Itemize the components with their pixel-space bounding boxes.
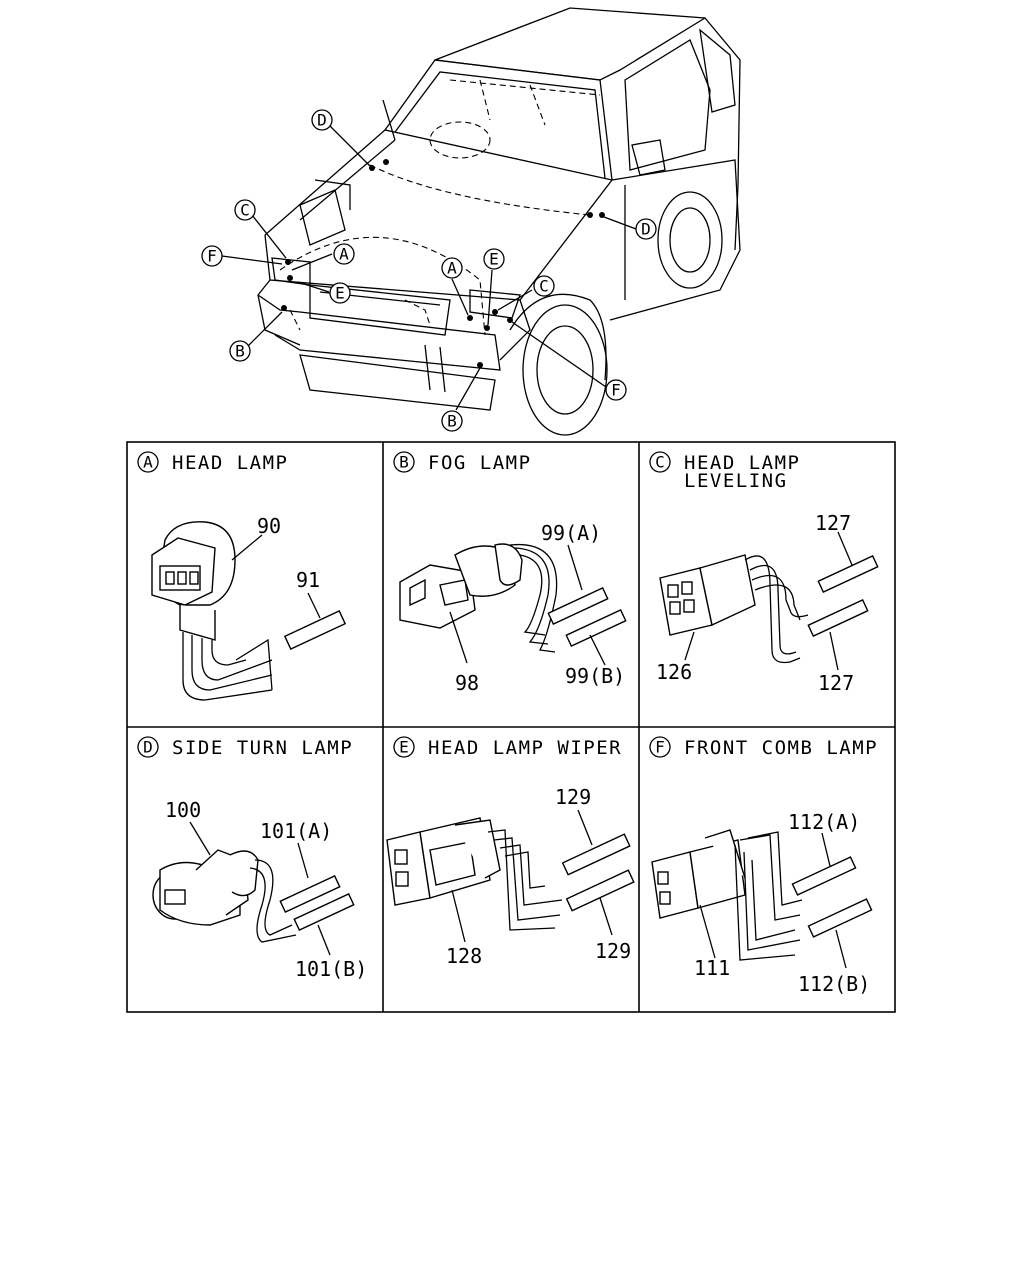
panel-head-lamp-wiper: E HEAD LAMP WIPER 129 128 129 (393, 736, 631, 968)
panel-letter-d: D (137, 736, 159, 758)
vehicle-illustration: D C F A E B A E C D F B (201, 7, 741, 436)
svg-text:F: F (655, 738, 665, 757)
svg-text:E: E (335, 284, 345, 303)
part-number-label: 129 (595, 939, 631, 963)
svg-text:A: A (339, 245, 349, 264)
panel-title-side-turn-lamp: SIDE TURN LAMP (172, 737, 353, 759)
panel-fog-lamp: B FOG LAMP 99(A) 98 99(B) (393, 451, 625, 695)
part-number-label: 128 (446, 944, 482, 968)
part-number-label: 126 (656, 660, 692, 684)
svg-text:D: D (317, 111, 327, 130)
svg-text:A: A (143, 453, 153, 472)
part-number-label: 129 (555, 785, 591, 809)
panel-title-head-lamp-wiper: HEAD LAMP WIPER (428, 737, 622, 759)
part-number-label: 101(A) (260, 819, 332, 843)
svg-text:C: C (240, 201, 250, 220)
svg-text:B: B (399, 453, 409, 472)
head-lamp-leveling-connector-art (659, 531, 879, 671)
head-lamp-connector-art (151, 521, 347, 701)
vehicle-callout-e: E (329, 282, 351, 304)
head-lamp-wiper-connector-art (386, 809, 635, 943)
panel-title-head-lamp-leveling: HEAD LAMP (684, 452, 800, 474)
panel-grid (126, 441, 896, 1013)
part-number-label: 99(B) (565, 664, 625, 688)
panel-letter-e: E (393, 736, 415, 758)
panel-letter-a: A (137, 451, 159, 473)
svg-text:D: D (143, 738, 153, 757)
part-number-label: 90 (257, 514, 281, 538)
part-number-label: 91 (296, 568, 320, 592)
panel-letter-b: B (393, 451, 415, 473)
svg-text:E: E (399, 738, 409, 757)
part-number-label: 127 (818, 671, 854, 695)
svg-text:A: A (447, 259, 457, 278)
vehicle-callout-f: F (201, 245, 223, 267)
vehicle-callout-c: C (234, 199, 256, 221)
vehicle-callout-a: A (441, 257, 463, 279)
panel-title-front-comb-lamp: FRONT COMB LAMP (684, 737, 878, 759)
part-number-label: 100 (165, 798, 201, 822)
panel-title-head-lamp: HEAD LAMP (172, 452, 288, 474)
svg-text:C: C (539, 277, 549, 296)
vehicle-callout-d: D (311, 109, 333, 131)
panel-side-turn-lamp: D SIDE TURN LAMP 100 101(A) 101(B) (137, 736, 367, 981)
fog-lamp-connector-art (399, 543, 627, 666)
panel-letter-c: C (649, 451, 671, 473)
part-number-label: 111 (694, 956, 730, 980)
svg-text:D: D (641, 220, 651, 239)
svg-text:F: F (207, 247, 217, 266)
vehicle-callout-e: E (483, 248, 505, 270)
part-number-label: 98 (455, 671, 479, 695)
front-comb-lamp-connector-art (651, 829, 873, 969)
svg-text:B: B (235, 342, 245, 361)
svg-text:E: E (489, 250, 499, 269)
side-turn-lamp-connector-art (152, 821, 355, 956)
part-number-label: 99(A) (541, 521, 601, 545)
vehicle-callout-b: B (229, 340, 251, 362)
vehicle-callout-f: F (605, 379, 627, 401)
vehicle-callout-c: C (533, 275, 555, 297)
panel-title-head-lamp-leveling-line2: LEVELING (684, 470, 788, 492)
svg-text:C: C (655, 453, 665, 472)
vehicle-callout-a: A (333, 243, 355, 265)
vehicle-callout-b: B (441, 410, 463, 432)
svg-text:F: F (611, 381, 621, 400)
part-number-label: 112(A) (788, 810, 860, 834)
svg-text:B: B (447, 412, 457, 431)
panel-head-lamp: A HEAD LAMP 90 91 (137, 451, 320, 592)
panel-title-fog-lamp: FOG LAMP (428, 452, 532, 474)
panel-letter-f: F (649, 736, 671, 758)
part-number-label: 127 (815, 511, 851, 535)
part-number-label: 112(B) (798, 972, 870, 996)
vehicle-callout-d: D (635, 218, 657, 240)
panel-front-comb-lamp: F FRONT COMB LAMP 112(A) 111 112(B) (649, 736, 878, 996)
part-number-label: 101(B) (295, 957, 367, 981)
